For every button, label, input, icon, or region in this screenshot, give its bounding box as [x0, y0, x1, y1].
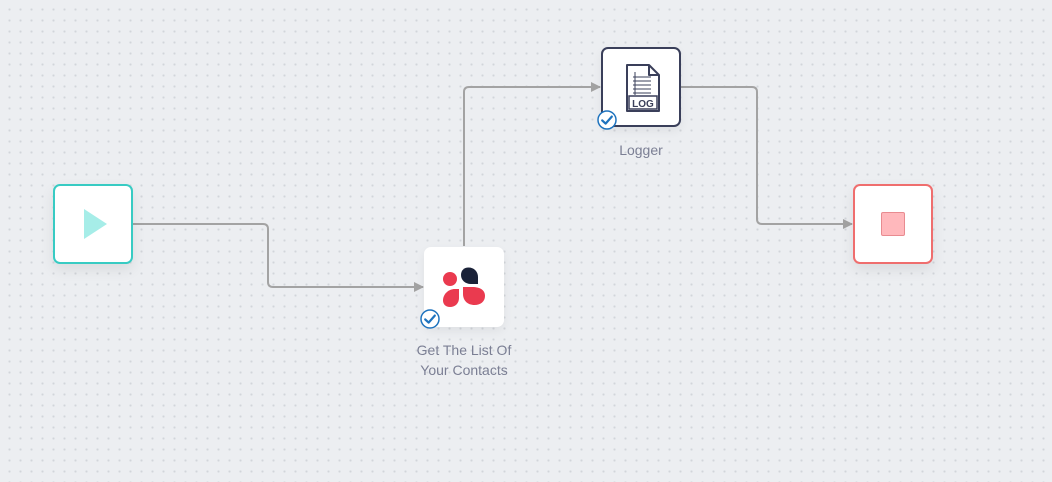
play-icon: [84, 209, 107, 239]
connector-contacts-to-logger: [463, 82, 601, 246]
connector-start-to-contacts: [133, 223, 424, 292]
logger-label: Logger: [619, 142, 663, 158]
connector-logger-to-stop: [681, 86, 853, 229]
check-icon: [420, 309, 440, 329]
logger-node[interactable]: LOG: [597, 47, 681, 130]
contacts-app-icon: [443, 267, 485, 307]
stop-node[interactable]: [853, 184, 933, 264]
check-icon: [597, 110, 617, 130]
stop-icon: [881, 212, 905, 236]
get-contacts-node[interactable]: [420, 247, 504, 329]
get-contacts-label: Get The List Of Your Contacts: [416, 342, 512, 378]
start-node[interactable]: [53, 184, 133, 264]
log-icon-text: LOG: [632, 99, 654, 110]
log-file-icon: LOG: [626, 64, 660, 112]
